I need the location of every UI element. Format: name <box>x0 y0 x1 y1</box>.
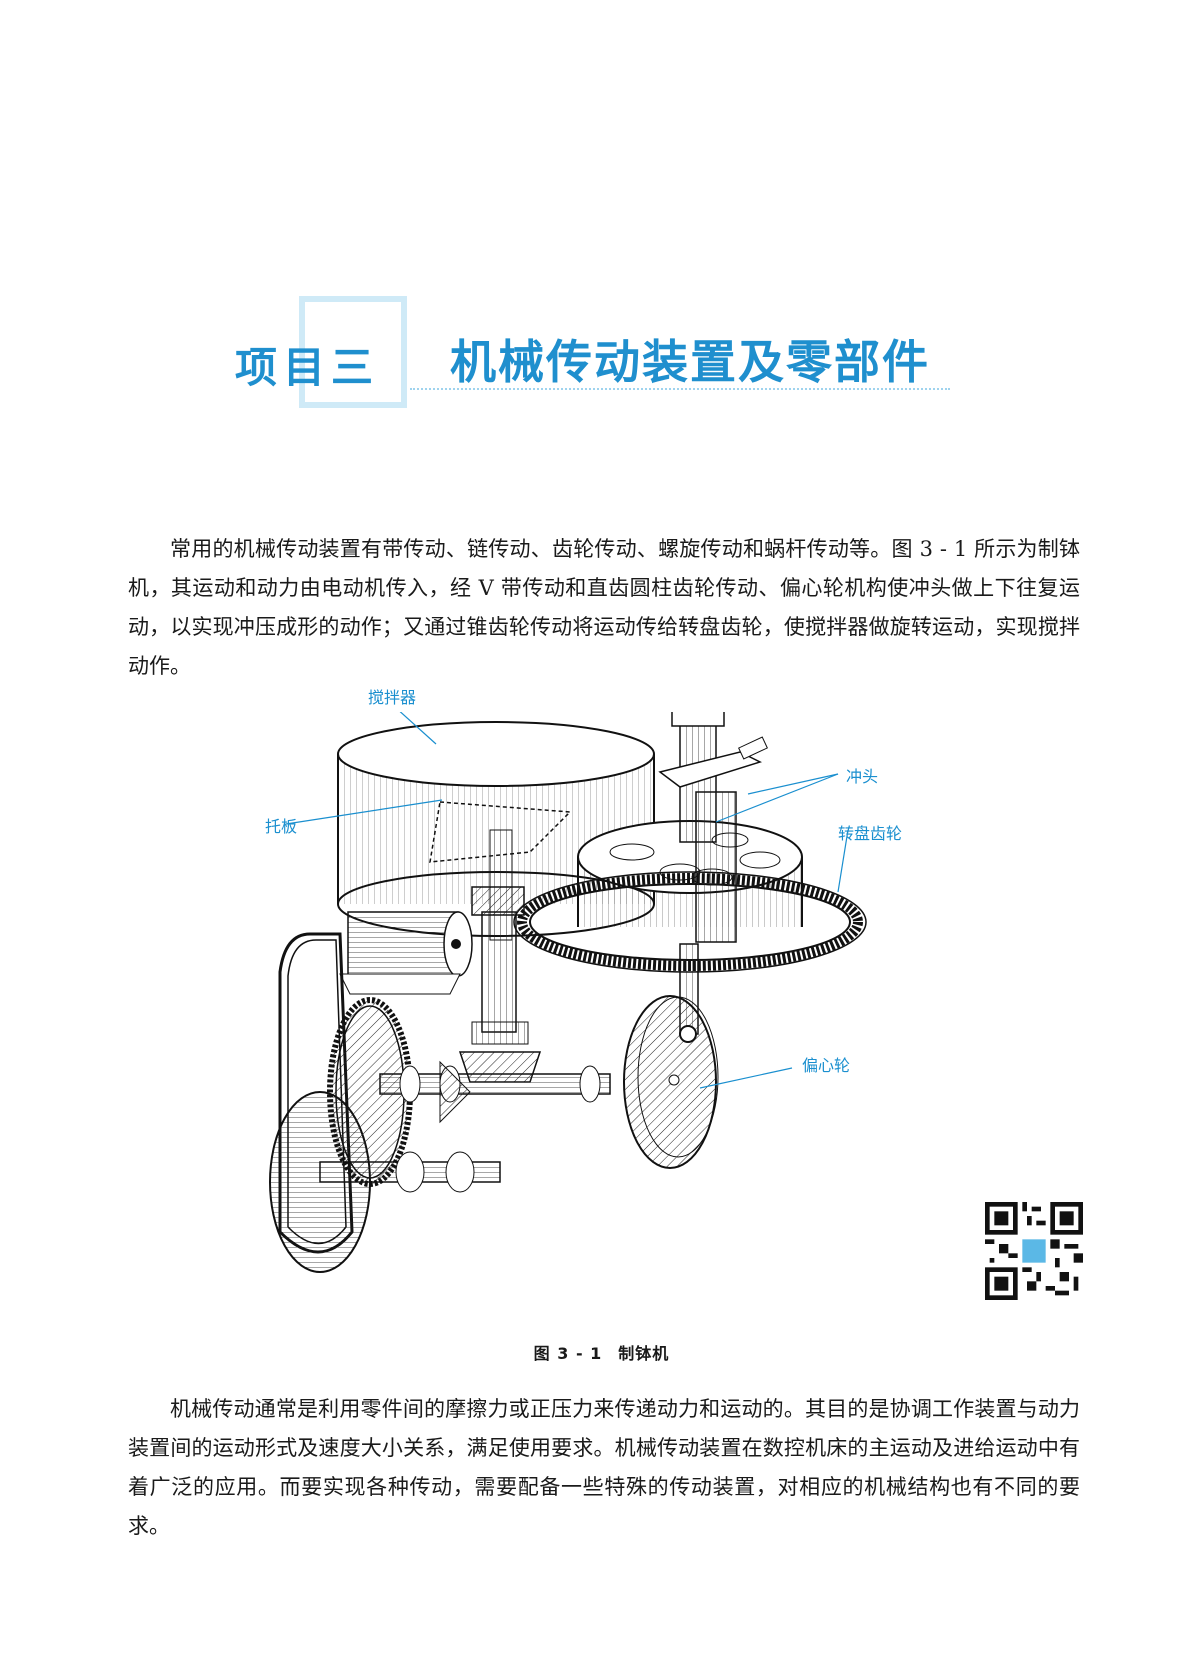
chapter-title-block: 项目三 机械传动装置及零部件 <box>235 296 955 416</box>
label-turntable-gear: 转盘齿轮 <box>838 824 903 843</box>
intro-paragraph: 常用的机械传动装置有带传动、链传动、齿轮传动、螺旋传动和蜗杆传动等。图 3 - … <box>128 530 1080 686</box>
title-frame-left <box>299 296 407 408</box>
figure-caption: 图 3 - 1 制钵机 <box>0 1340 1203 1364</box>
horizontal-shafts <box>319 1060 611 1193</box>
project-label: 项目三 <box>235 343 380 392</box>
label-mixer: 搅拌器 <box>368 688 417 707</box>
qr-code-icon[interactable] <box>985 1202 1083 1300</box>
outro-text: 机械传动通常是利用零件间的摩擦力或正压力来传递动力和运动的。其目的是协调工作装置… <box>128 1397 1080 1538</box>
figure-title: 制钵机 <box>618 1344 670 1363</box>
eccentric-wheel <box>623 943 719 1169</box>
callout-lines <box>285 712 849 1089</box>
intro-text: 常用的机械传动装置有带传动、链传动、齿轮传动、螺旋传动和蜗杆传动等。图 3 - … <box>128 537 1080 678</box>
label-support-plate: 托板 <box>265 817 298 836</box>
chapter-title: 机械传动装置及零部件 <box>450 335 930 389</box>
electric-motor <box>339 911 473 995</box>
machine-illustration <box>269 712 867 1273</box>
outro-paragraph: 机械传动通常是利用零件间的摩擦力或正压力来传递动力和运动的。其目的是协调工作装置… <box>128 1390 1080 1546</box>
mixer-drum <box>337 721 655 941</box>
punch-column <box>658 712 768 943</box>
title-divider <box>410 388 950 390</box>
figure-number: 图 3 - 1 <box>533 1344 603 1363</box>
label-eccentric-wheel: 偏心轮 <box>802 1056 851 1075</box>
label-punch: 冲头 <box>846 767 879 786</box>
